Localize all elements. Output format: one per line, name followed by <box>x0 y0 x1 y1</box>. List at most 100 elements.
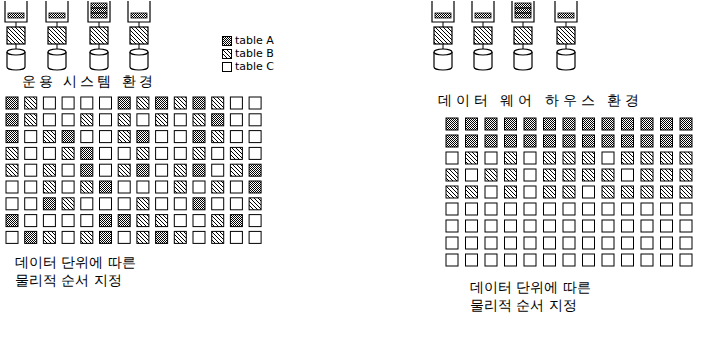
data-cell <box>100 131 112 143</box>
legend-swatch <box>222 62 232 72</box>
disk-top <box>514 49 532 55</box>
data-cell <box>641 237 653 249</box>
storage-stack <box>432 1 454 70</box>
stack-link <box>139 22 140 27</box>
legend-entry: table A <box>222 35 274 47</box>
data-cell <box>446 118 458 130</box>
data-cell <box>230 114 242 126</box>
data-cell <box>466 203 478 215</box>
data-cell <box>100 114 112 126</box>
data-cell <box>544 186 556 198</box>
storage-stack <box>88 1 110 70</box>
data-cell <box>466 254 478 266</box>
data-cell <box>81 231 93 243</box>
data-cell <box>485 152 497 164</box>
data-cell <box>193 147 205 159</box>
data-cell <box>485 237 497 249</box>
process-block <box>90 27 108 44</box>
data-cell <box>100 181 112 193</box>
data-cell <box>446 203 458 215</box>
data-cell <box>485 220 497 232</box>
data-cell <box>25 181 37 193</box>
data-cell <box>485 169 497 181</box>
data-cell <box>62 114 74 126</box>
data-cell <box>137 114 149 126</box>
buffer-record <box>435 13 451 18</box>
data-cell <box>6 181 18 193</box>
data-cell <box>118 181 130 193</box>
buffer-record <box>91 13 107 18</box>
data-cell <box>212 231 224 243</box>
data-cell <box>249 181 261 193</box>
data-cell <box>118 147 130 159</box>
data-cell <box>43 181 55 193</box>
data-cell <box>661 220 673 232</box>
legend-label: table C <box>235 61 274 73</box>
operational-grid <box>6 97 261 243</box>
data-cell <box>6 131 18 143</box>
data-cell <box>583 135 595 147</box>
data-cell <box>661 254 673 266</box>
data-cell <box>81 181 93 193</box>
data-cell <box>6 198 18 210</box>
data-cell <box>156 215 168 227</box>
buffer-record <box>49 13 65 18</box>
data-cell <box>602 135 614 147</box>
data-cell <box>661 135 673 147</box>
data-cell <box>505 203 517 215</box>
data-cell <box>485 135 497 147</box>
data-cell <box>81 131 93 143</box>
data-cell <box>446 152 458 164</box>
data-cell <box>602 118 614 130</box>
data-cell <box>505 135 517 147</box>
data-cell <box>680 186 692 198</box>
environment-heading: 데이터 웨어 하우스 환경 <box>438 92 643 109</box>
stack-link <box>99 22 100 27</box>
data-cell <box>193 97 205 109</box>
data-cell <box>6 215 18 227</box>
data-cell <box>100 215 112 227</box>
data-cell <box>81 215 93 227</box>
data-cell <box>563 152 575 164</box>
data-cell <box>641 135 653 147</box>
data-cell <box>137 231 149 243</box>
data-cell <box>622 186 634 198</box>
stack-link <box>483 22 484 27</box>
data-cell <box>641 254 653 266</box>
data-cell <box>6 97 18 109</box>
data-cell <box>62 231 74 243</box>
process-block <box>48 27 66 44</box>
data-cell <box>524 254 536 266</box>
data-cell <box>212 131 224 143</box>
data-cell <box>118 231 130 243</box>
stack-link <box>523 22 524 27</box>
data-cell <box>230 131 242 143</box>
stack-link <box>523 44 524 49</box>
process-block <box>7 27 25 44</box>
data-cell <box>563 237 575 249</box>
data-cell <box>466 118 478 130</box>
data-cell <box>505 254 517 266</box>
data-cell <box>446 169 458 181</box>
data-cell <box>156 131 168 143</box>
data-cell <box>137 97 149 109</box>
data-cell <box>602 203 614 215</box>
data-cell <box>81 147 93 159</box>
buffer-record <box>131 13 147 18</box>
data-cell <box>193 181 205 193</box>
data-cell <box>100 164 112 176</box>
data-cell <box>174 181 186 193</box>
data-cell <box>602 152 614 164</box>
data-cell <box>622 118 634 130</box>
data-cell <box>680 135 692 147</box>
data-cell <box>62 181 74 193</box>
disk-top <box>48 49 66 55</box>
data-cell <box>25 231 37 243</box>
data-cell <box>212 181 224 193</box>
buffer-record <box>8 13 24 18</box>
data-cell <box>43 215 55 227</box>
data-cell <box>62 147 74 159</box>
data-cell <box>174 231 186 243</box>
